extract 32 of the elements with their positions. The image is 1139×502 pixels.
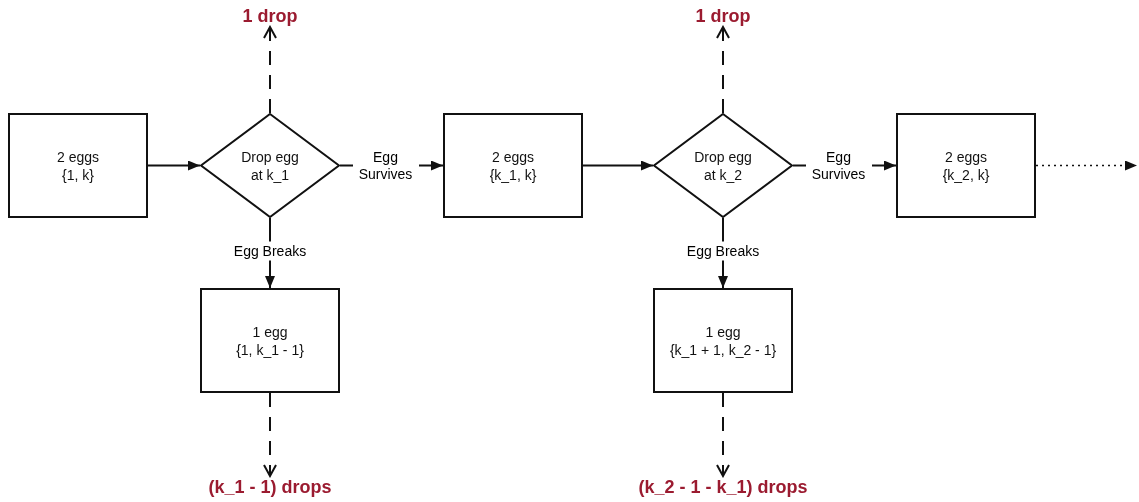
node-text: {1, k_1 - 1}	[236, 340, 304, 359]
result-label: 1 drop	[695, 7, 751, 25]
arrow	[716, 392, 730, 477]
node-text: 2 eggs	[944, 147, 987, 166]
node-text: {k_2, k}	[942, 165, 990, 184]
arrow	[263, 392, 277, 477]
node-text: {k_1 + 1, k_2 - 1}	[669, 340, 777, 359]
arrow	[147, 160, 201, 171]
process-box	[8, 113, 148, 218]
edge-label: Egg Breaks	[231, 241, 309, 261]
node-text: Drop egg at k_1	[240, 147, 300, 184]
edge-label: Egg Breaks	[684, 241, 762, 261]
arrow	[1035, 160, 1138, 171]
node-text: Drop egg at k_2	[693, 147, 753, 184]
node-text: {1, k}	[62, 165, 94, 184]
node-text: 1 egg	[252, 322, 288, 341]
node-text: {k_1, k}	[489, 165, 537, 184]
decision-diamond	[653, 113, 793, 218]
node-text: 1 egg	[705, 322, 741, 341]
decision-diamond	[200, 113, 340, 218]
node-text: 2 eggs	[491, 147, 534, 166]
arrow	[716, 26, 730, 114]
arrow	[263, 26, 277, 114]
process-box	[200, 288, 340, 393]
process-box	[653, 288, 793, 393]
result-label: 1 drop	[242, 7, 298, 25]
arrow	[582, 160, 654, 171]
node-text: 2 eggs	[56, 147, 99, 166]
result-label: (k_2 - 1 - k_1) drops	[638, 478, 808, 496]
process-box	[443, 113, 583, 218]
process-box	[896, 113, 1036, 218]
result-label: (k_1 - 1) drops	[208, 478, 332, 496]
